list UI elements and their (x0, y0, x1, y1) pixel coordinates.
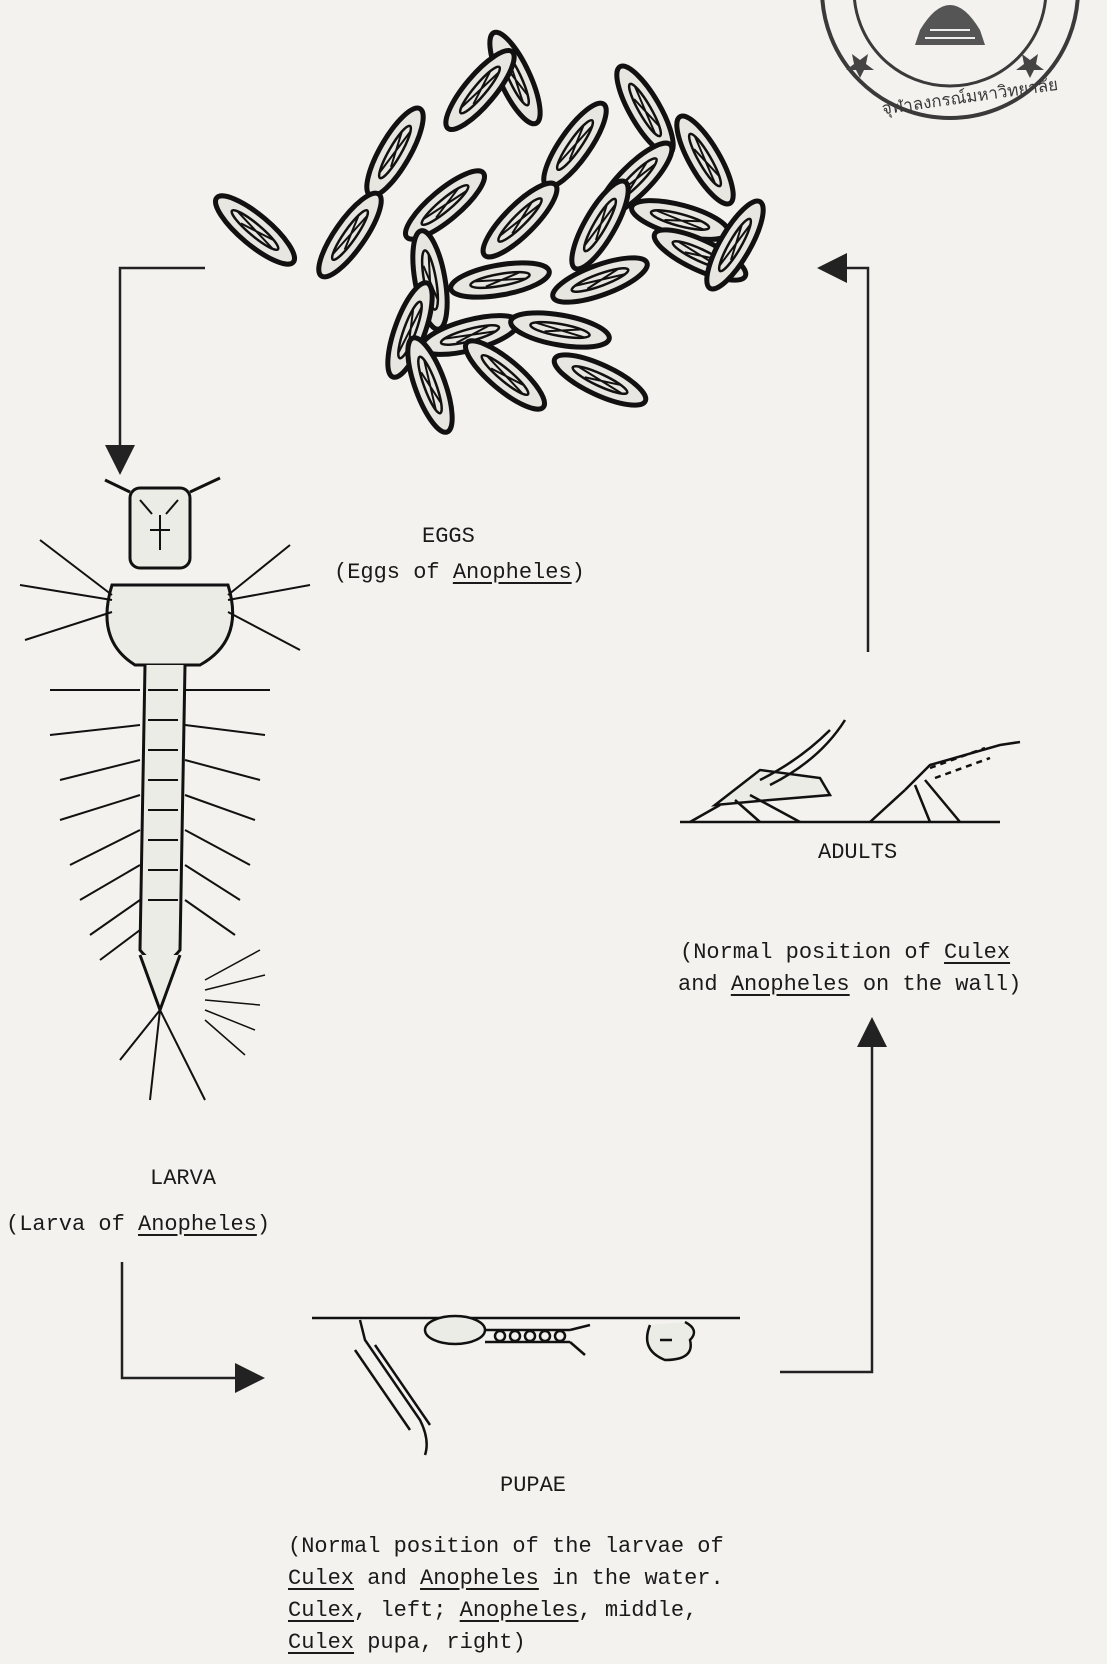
larva-drawing (20, 478, 310, 1100)
larva-title: LARVA (150, 1166, 216, 1192)
pupae-title: PUPAE (500, 1473, 566, 1499)
adults-caption-line2: and Anopheles on the wall) (678, 972, 1021, 998)
eggs-title: EGGS (422, 524, 475, 550)
pupae-caption-line2: Culex and Anopheles in the water. (288, 1566, 724, 1592)
pupae-drawing (312, 1316, 740, 1455)
eggs-cluster-drawing (207, 26, 773, 437)
arrow-eggs-to-larva (120, 268, 205, 470)
eggs-caption: (Eggs of Anopheles) (334, 560, 585, 586)
adults-caption-line1: (Normal position of Culex (680, 940, 1010, 966)
arrow-larva-to-pupae (122, 1262, 260, 1378)
pupae-caption-line3: Culex, left; Anopheles, middle, (288, 1598, 697, 1624)
arrow-adults-to-eggs (822, 268, 868, 652)
adults-drawing (680, 720, 1020, 822)
adults-title: ADULTS (818, 840, 897, 866)
arrow-pupae-to-adults (780, 1022, 872, 1372)
pupae-caption-line4: Culex pupa, right) (288, 1630, 526, 1656)
larva-caption: (Larva of Anopheles) (6, 1212, 270, 1238)
pupae-caption-line1: (Normal position of the larvae of (288, 1534, 724, 1560)
